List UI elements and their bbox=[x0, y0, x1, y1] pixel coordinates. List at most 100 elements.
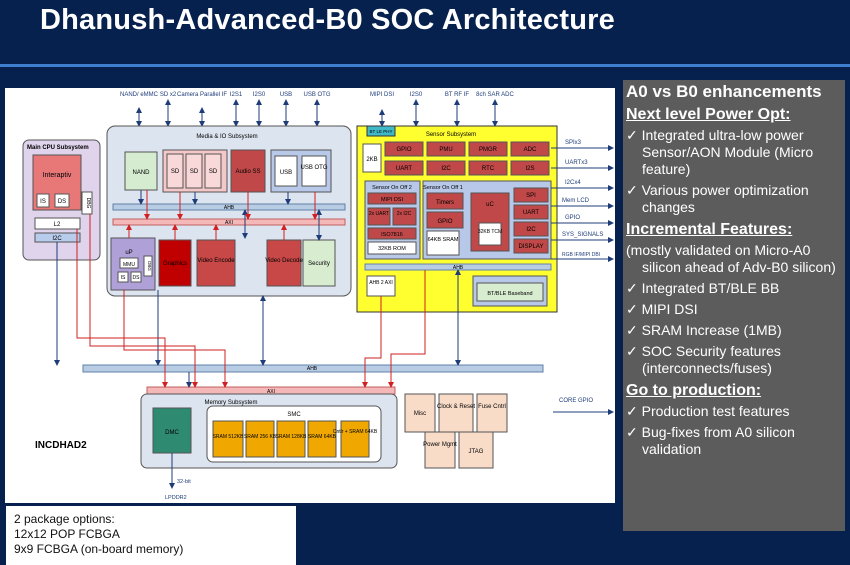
media-axi: AXI bbox=[225, 220, 233, 226]
io-i2cx4: I2Cx4 bbox=[565, 180, 581, 186]
media-video-encode: Video Encode bbox=[197, 258, 235, 264]
media-is: IS bbox=[121, 275, 126, 281]
sensor-display: DISPLAY bbox=[519, 244, 544, 250]
enhancements-panel: A0 vs B0 enhancements Next level Power O… bbox=[623, 80, 845, 531]
sensor-uart: UART bbox=[396, 166, 413, 172]
sensor-ahb: AHB bbox=[453, 265, 464, 271]
io-uartx3: UARTx3 bbox=[565, 160, 588, 166]
sensor-rtc: RTC bbox=[482, 166, 495, 172]
cpu-dbg: DBG bbox=[85, 198, 91, 209]
memory-cntlr-sram-64kb: Cntlr + SRAM 64KB bbox=[333, 429, 378, 435]
misc-fuse-cntrl: Fuse Cntrl bbox=[478, 404, 506, 410]
system-axi-label: AXI bbox=[267, 389, 275, 395]
notes-line: 2 package options: bbox=[14, 512, 115, 526]
soc-block-diagram: NAND/ eMMC SD x2 Camera Parallel IF I2S1… bbox=[5, 88, 615, 503]
sensor-i2s: I2S bbox=[525, 166, 534, 172]
main-cpu-subsystem: Main CPU Subsystem Interaptiv IS DS DBG … bbox=[22, 139, 101, 261]
slide-title: Dhanush-Advanced-B0 SOC Architecture bbox=[40, 4, 615, 36]
panel-title: A0 vs B0 enhancements bbox=[626, 82, 822, 101]
misc-clock-reset: Clock & Reset bbox=[437, 404, 475, 410]
media-sd-3: SD bbox=[209, 169, 218, 175]
section-heading-production: Go to production: bbox=[626, 382, 762, 399]
bullet-item: ✓ Integrated ultra-low power Sensor/AON … bbox=[626, 127, 814, 177]
section-heading-features: Incremental Features: bbox=[626, 221, 793, 238]
misc-blocks: Misc Clock & Reset Fuse Cntrl Power Mgmt… bbox=[404, 393, 508, 469]
io-rgb-mipi-dbi: RGB IF/MIPI DBI bbox=[562, 252, 600, 258]
sensor-gpio: GPIO bbox=[396, 147, 411, 153]
bullet-item: ✓ Various power optimization changes bbox=[626, 182, 809, 215]
memory-sram-128kb: SRAM 128KB bbox=[276, 434, 308, 440]
media-sd-2: SD bbox=[190, 169, 199, 175]
sensor-on-off-1-label: Sensor On Off 1 bbox=[423, 185, 463, 191]
media-sd-1: SD bbox=[171, 169, 180, 175]
memory-sram-256kb: SRAM 256 KB bbox=[244, 434, 277, 440]
io-sd-x2: SD x2 bbox=[160, 92, 177, 98]
io-usb: USB bbox=[280, 92, 292, 98]
cpu-i2c: I2C bbox=[52, 236, 62, 242]
memory-subsystem: Memory Subsystem DMC SMC SRAM 512KB SRAM… bbox=[140, 393, 398, 469]
sensor-bt-ble-baseband: BT/BLE Baseband bbox=[487, 291, 532, 297]
bullet-item: ✓ Production test features bbox=[626, 403, 790, 419]
sensor-32kb-tcm: 32KB TCM bbox=[478, 229, 502, 235]
sensor-gpio-off1: GPIO bbox=[437, 219, 452, 225]
sensor-spi: SPI bbox=[526, 193, 536, 199]
sensor-ahb2axi: AHB 2 AXI bbox=[369, 280, 393, 286]
sensor-pmu: PMU bbox=[439, 147, 452, 153]
misc-misc: Misc bbox=[414, 411, 426, 417]
notes-line: 12x12 POP FCBGA bbox=[14, 527, 120, 541]
io-i2s0-sensor: I2S0 bbox=[410, 92, 423, 98]
sensor-label: Sensor Subsystem bbox=[426, 132, 476, 138]
io-gpio: GPIO bbox=[565, 215, 580, 221]
sensor-adc: ADC bbox=[524, 147, 537, 153]
bullet-item: ✓ SRAM Increase (1MB) bbox=[626, 322, 782, 338]
sensor-subsystem: Sensor Subsystem BT LE PHY 2KB GPIO PMU … bbox=[356, 125, 558, 313]
cpu-label: Main CPU Subsystem bbox=[27, 145, 89, 151]
io-i2s0-media: I2S0 bbox=[253, 92, 266, 98]
chip-name: INCDHAD2 bbox=[35, 440, 87, 451]
cpu-core-interaptiv: Interaptiv bbox=[43, 172, 72, 179]
bullet-item: ✓ Integrated BT/BLE BB bbox=[626, 280, 780, 296]
io-nand-emmc: NAND/ eMMC bbox=[120, 92, 159, 98]
media-audio-ss: Audio SS bbox=[235, 169, 260, 175]
media-security: Security bbox=[308, 261, 330, 267]
misc-jtag: JTAG bbox=[469, 449, 484, 455]
sensor-2x-uart: 2x UART bbox=[369, 211, 389, 217]
io-i2s1: I2S1 bbox=[230, 92, 243, 98]
notes-line: 9x9 FCBGA (on-board memory) bbox=[14, 542, 184, 556]
media-mmu: MMU bbox=[123, 262, 135, 268]
system-ahb-bus bbox=[82, 364, 544, 373]
media-usb-otg: USB OTG bbox=[300, 165, 327, 171]
media-ds: DS bbox=[133, 275, 141, 281]
bullet-item: ✓ Bug-fixes from A0 silicon validation bbox=[626, 424, 795, 457]
sensor-32kb-rom: 32KB ROM bbox=[378, 246, 406, 252]
cpu-ds: DS bbox=[58, 199, 66, 205]
io-sar-adc: 8ch SAR ADC bbox=[476, 92, 514, 98]
sensor-i2c: I2C bbox=[441, 166, 451, 172]
section-heading-power: Next level Power Opt: bbox=[626, 106, 791, 123]
io-mipi-dsi: MIPI DSI bbox=[370, 92, 394, 98]
system-ahb-label: AHB bbox=[307, 366, 318, 372]
media-dbg: DBG bbox=[147, 261, 152, 271]
sensor-i2c-off1: I2C bbox=[526, 227, 536, 233]
io-spix3: SPIx3 bbox=[565, 140, 582, 146]
io-mem-lcd: Mem LCD bbox=[562, 198, 590, 204]
io-32bit: 32-bit bbox=[177, 479, 191, 485]
memory-label: Memory Subsystem bbox=[204, 400, 257, 406]
title-underline bbox=[0, 64, 850, 67]
features-intro: (mostly validated on Micro-A0 silicon ah… bbox=[626, 242, 836, 275]
sensor-2x-i2c: 2x I2C bbox=[397, 211, 412, 217]
misc-power-mgmt: Power Mgmt bbox=[423, 442, 457, 448]
sensor-on-off-2-label: Sensor On Off 2 bbox=[372, 185, 412, 191]
sensor-mipi-dsi: MIPI DSI bbox=[381, 197, 403, 203]
cpu-is: IS bbox=[40, 199, 46, 205]
io-sys-signals: SYS_SIGNALS bbox=[562, 232, 603, 238]
io-bt-rf-if: BT RF IF bbox=[445, 92, 470, 98]
io-usb-otg: USB OTG bbox=[303, 92, 330, 98]
sensor-uart-off1: UART bbox=[523, 210, 540, 216]
sensor-2kb: 2KB bbox=[366, 157, 377, 163]
memory-smc: SMC bbox=[287, 412, 301, 418]
io-lpddr2: LPDDR2 bbox=[165, 495, 187, 501]
memory-sram-64kb: SRAM 64KB bbox=[308, 434, 337, 440]
sensor-bt-le-phy: BT LE PHY bbox=[370, 129, 393, 134]
media-usb: USB bbox=[280, 170, 292, 176]
